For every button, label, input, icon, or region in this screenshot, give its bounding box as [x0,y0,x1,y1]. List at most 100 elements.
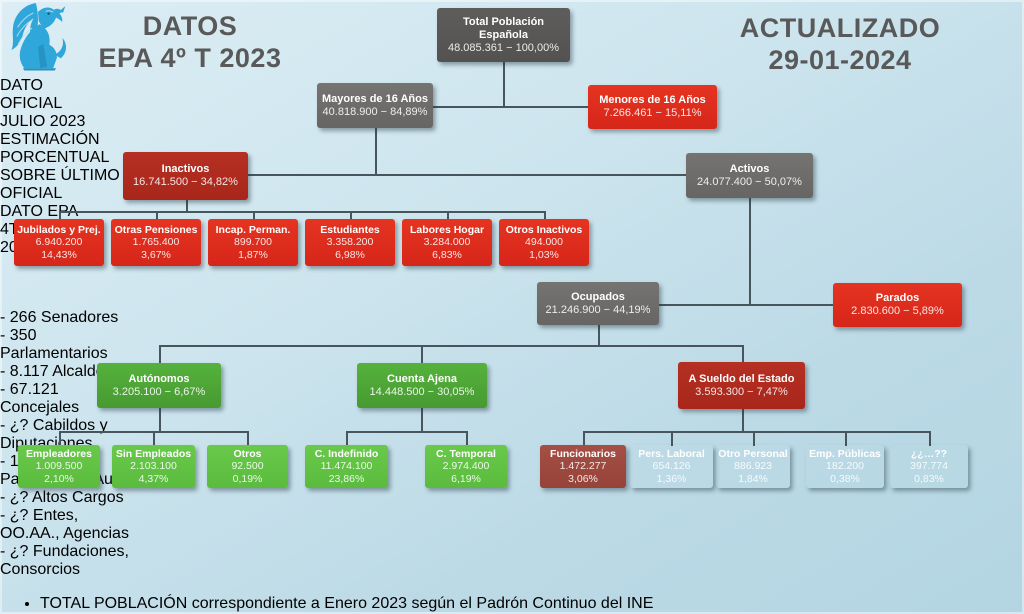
list-item: - 8.117 Alcaldes [0,363,113,380]
node-pct: 4,37% [138,472,169,485]
node-title: Labores Hogar [409,223,485,236]
node-pct: 6,98% [335,248,365,261]
page-title-right-line2: 29-01-2024 [768,45,912,75]
page-title-left: DATOS EPA 4º T 2023 [85,10,295,74]
node-pct: 6,83% [432,248,462,261]
node-title: Sin Empleados [115,447,192,460]
connector-line [659,304,833,306]
node-a-sueldo-estado: A Sueldo del Estado 3.593.300 − 7,47% [678,362,805,409]
node-value: 14.448.500 − 30,05% [369,385,475,398]
node-otro-personal: Otro Personal 886.923 1,84% [716,445,790,488]
annotation-dato-oficial: DATO OFICIAL JULIO 2023 [0,77,92,131]
connector-line [583,431,930,433]
node-title: Otro Personal [718,447,788,460]
node-sin-empleados: Sin Empleados 2.103.100 4,37% [112,445,195,488]
node-title: A Sueldo del Estado [688,372,795,385]
connector-line [433,106,588,108]
connector-line [503,62,505,107]
node-otros-autonomos: Otros 92.500 0,19% [207,445,288,488]
connector-line [447,211,449,220]
node-pct: 23,86% [328,472,365,485]
node-pct: 14,43% [41,248,77,261]
node-title: Pers. Laboral [638,447,705,460]
node-value: 654.126 [652,460,691,473]
node-otras-pensiones: Otras Pensiones 1.765.400 3,67% [111,219,201,266]
connector-line [156,211,158,220]
node-title: Incap. Perman. [215,223,291,236]
node-value: 3.358.200 [326,236,374,249]
node-value: 2.974.400 [442,460,490,473]
node-value: 397.774 [910,460,948,473]
node-value: 48.085.361 − 100,00% [447,41,559,54]
page-title-left-line1: DATOS [142,11,238,41]
connector-line [466,431,468,446]
node-autonomos: Autónomos 3.205.100 − 6,67% [97,363,221,408]
connector-line [248,174,686,176]
list-item: - 67.121 Concejales [0,381,80,416]
node-jubilados: Jubilados y Prej. 6.940.200 14,43% [14,219,104,266]
node-value: 1.765.400 [132,236,180,249]
node-empleadores: Empleadores 1.009.500 2,10% [18,445,100,488]
annotation-line: JULIO 2023 [0,113,86,130]
connector-line [159,345,743,347]
connector-line [583,431,585,446]
connector-line [253,211,255,220]
node-title: ¿¿…?? [910,447,948,460]
node-pct: 0,38% [830,472,860,485]
node-value: 21.246.900 − 44,19% [545,303,651,316]
node-title: Jubilados y Prej. [17,223,101,236]
node-cuenta-ajena: Cuenta Ajena 14.448.500 − 30,05% [357,363,487,408]
node-title: Activos [729,162,770,175]
node-value: 6.940.200 [35,236,83,249]
node-value: 3.205.100 − 6,67% [112,385,206,398]
connector-line [749,198,751,305]
node-activos: Activos 24.077.400 − 50,07% [686,153,813,198]
connector-line [247,431,249,446]
node-title: Inactivos [161,163,210,175]
node-pct: 1,87% [238,248,268,261]
connector-line [598,325,600,346]
connector-line [59,211,61,220]
connector-line [186,200,188,212]
connector-line [159,345,161,364]
page-title-left-line2: EPA 4º T 2023 [98,43,282,73]
node-pers-laboral: Pers. Laboral 654.126 1,36% [630,445,713,488]
node-value: 92.500 [231,460,264,473]
connector-line [153,431,155,446]
node-value: 40.818.900 − 84,89% [322,105,428,118]
node-title: Total Población Española [462,15,545,41]
node-title: Cuenta Ajena [387,372,457,385]
node-value: 24.077.400 − 50,07% [697,175,802,188]
node-value: 16.741.500 − 34,82% [133,176,238,188]
node-value: 11.474.100 [320,460,373,473]
node-emp-publicas: Emp. Públicas 182.200 0,38% [806,445,884,488]
connector-line [421,408,423,432]
node-mayores-16: Mayores de 16 Años 40.818.900 − 84,89% [317,83,433,128]
annotation-line: DATO OFICIAL [0,77,63,112]
list-item: - ¿? Fundaciones, Consorcios [0,543,129,578]
node-parados: Parados 2.830.600 − 5,89% [833,283,962,327]
node-c-indefinido: C. Indefinido 11.474.100 23,86% [305,445,388,488]
node-title: Estudiantes [320,223,380,236]
page-title-right-line1: ACTUALIZADO [739,13,941,43]
node-ocupados: Ocupados 21.246.900 − 44,19% [537,282,659,325]
connector-line [350,211,352,220]
griffin-icon [11,3,67,71]
node-value: 1.472.277 [559,460,607,473]
connector-line [346,431,467,433]
node-value: 2.830.600 − 5,89% [851,305,944,317]
node-value: 2.103.100 [130,460,177,473]
connector-line [742,409,744,432]
connector-line [929,431,931,446]
node-pct: 0,83% [914,472,944,485]
node-pct: 3,06% [568,472,598,485]
node-pct: 1,36% [656,472,687,485]
public-positions-list: - 266 Senadores- 350 Parlamentarios- 8.1… [0,309,140,579]
footnote-item: TOTAL POBLACIÓN correspondiente a Enero … [40,595,886,613]
node-value: 7.266.461 − 15,11% [603,107,702,119]
node-title: Autónomos [128,372,190,385]
node-title: Empleadores [26,447,92,460]
node-title: C. Temporal [436,447,496,460]
node-pct: 3,67% [141,248,171,261]
list-item: - ¿? Altos Cargos [0,489,124,506]
